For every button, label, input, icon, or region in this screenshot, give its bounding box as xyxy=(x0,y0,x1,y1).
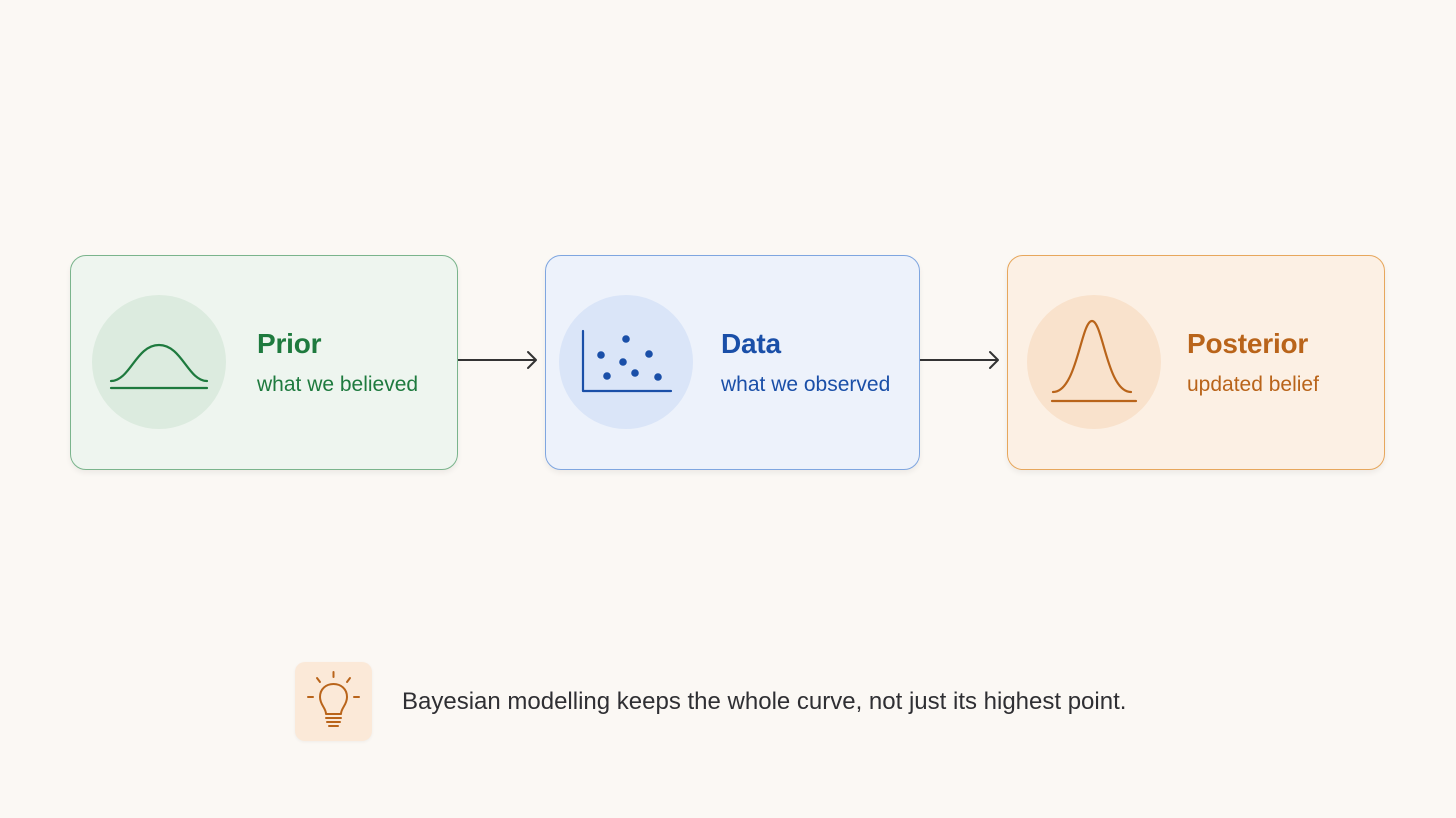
posterior-icon-circle xyxy=(1027,295,1161,429)
tip-icon-box xyxy=(295,662,372,741)
prior-icon-circle xyxy=(92,295,226,429)
data-subtitle: what we observed xyxy=(721,373,891,396)
posterior-title: Posterior xyxy=(1187,328,1309,359)
posterior-card: Posterior updated belief xyxy=(1007,255,1385,470)
narrow-peak-curve-icon xyxy=(1050,319,1138,403)
tip-text: Bayesian modelling keeps the whole curve… xyxy=(402,688,1127,715)
arrow-right-icon xyxy=(920,351,999,369)
arrow-right-icon xyxy=(458,351,537,369)
bell-curve-icon xyxy=(109,343,209,390)
prior-card: Prior what we believed xyxy=(70,255,458,470)
data-title: Data xyxy=(721,328,781,359)
lightbulb-icon xyxy=(307,671,360,727)
data-card: Data what we observed xyxy=(545,255,920,470)
prior-title: Prior xyxy=(257,328,322,359)
data-icon-circle xyxy=(559,295,693,429)
scatter-plot-icon xyxy=(581,329,673,393)
posterior-subtitle: updated belief xyxy=(1187,373,1319,396)
prior-subtitle: what we believed xyxy=(257,373,419,396)
